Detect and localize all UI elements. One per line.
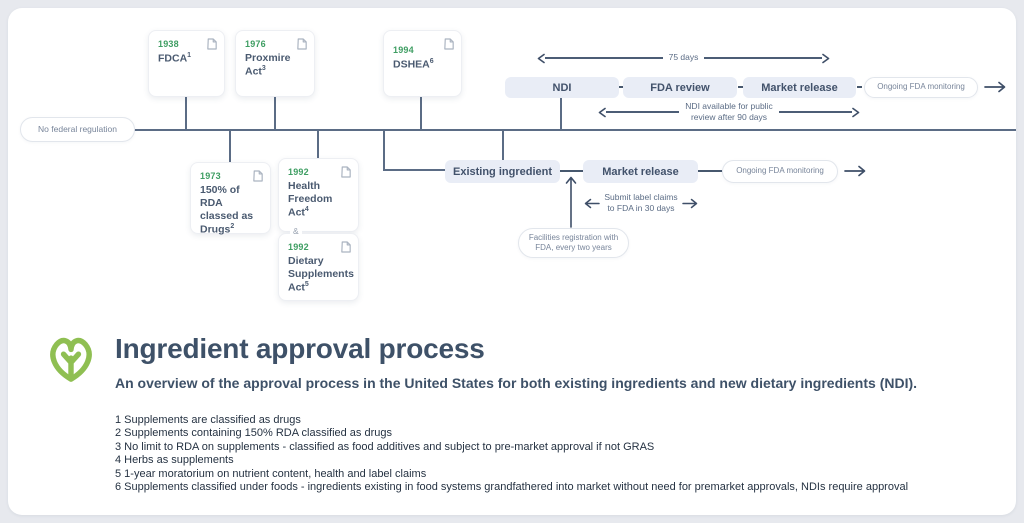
- duration-label: 75 days: [668, 52, 699, 63]
- card-title: FDCA1: [158, 52, 192, 65]
- footnote-3: 3 No limit to RDA on supplements - class…: [115, 440, 655, 453]
- connector-1973: [229, 131, 231, 162]
- connector-1994: [420, 96, 422, 130]
- no-federal-regulation-pill: No federal regulation: [20, 117, 135, 142]
- flow-dash: [857, 86, 862, 88]
- ongoing-fda-monitoring-pill-ndi: Ongoing FDA monitoring: [864, 77, 978, 98]
- arrowhead-right-icon: [852, 107, 860, 117]
- timeline-card-rda-drugs[interactable]: 1973 150% of RDA classed as Drugs2: [190, 162, 271, 236]
- timeline-card-proxmire[interactable]: 1976 Proxmire Act3: [235, 30, 315, 97]
- connector-existing-elbow-h: [383, 169, 445, 171]
- page-subtitle: An overview of the approval process in t…: [115, 375, 918, 391]
- and-joiner-label: &: [290, 226, 302, 236]
- footnote-4: 4 Herbs as supplements: [115, 454, 234, 467]
- card-year: 1976: [245, 39, 266, 49]
- document-icon[interactable]: [297, 38, 307, 50]
- arrow-line: [778, 111, 852, 113]
- flow-step-ndi: NDI: [505, 77, 619, 98]
- footnote-6: 6 Supplements classified under foods - i…: [115, 481, 909, 494]
- arrow-line: [606, 111, 680, 113]
- card-title: Dietary Supplements Act5: [288, 255, 354, 294]
- facilities-registration-pill: Facilities registration with FDA, every …: [518, 228, 629, 258]
- flow-step-market-release-ndi: Market release: [743, 77, 856, 98]
- timeline-card-dshea[interactable]: 1994 DSHEA6: [383, 30, 462, 97]
- footnote-2: 2 Supplements containing 150% RDA classi…: [115, 427, 392, 440]
- card-title: DSHEA6: [393, 58, 434, 71]
- flow-step-fda-review: FDA review: [623, 77, 737, 98]
- arrowhead-left-icon: [537, 53, 545, 63]
- card-year: 1992: [288, 167, 309, 177]
- flow-connector: [698, 170, 722, 172]
- arrowhead-right-icon: [822, 53, 830, 63]
- arrow-line: [704, 57, 822, 59]
- document-icon[interactable]: [207, 38, 217, 50]
- connector-existing-elbow-v: [383, 131, 385, 171]
- leaf-heart-logo-icon: [50, 337, 92, 382]
- timeline-card-health-freedom[interactable]: 1992 Health Freedom Act4: [278, 158, 359, 232]
- arrowhead-left-icon: [585, 198, 601, 208]
- no-federal-regulation-label: No federal regulation: [38, 123, 117, 134]
- arrow-up-icon: [565, 176, 577, 228]
- ongoing-fda-monitoring-pill-existing: Ongoing FDA monitoring: [722, 160, 838, 183]
- card-title: 150% of RDA classed as Drugs2: [200, 184, 254, 236]
- connector-1938: [185, 96, 187, 130]
- flow-dash: [738, 86, 743, 88]
- arrowhead-right-icon: [681, 198, 697, 208]
- timeline-line: [22, 129, 1016, 131]
- card-year: 1992: [288, 242, 309, 252]
- document-icon[interactable]: [341, 241, 351, 253]
- card-year: 1973: [200, 171, 221, 181]
- document-icon[interactable]: [341, 166, 351, 178]
- flow-step-existing-ingredient: Existing ingredient: [445, 160, 560, 183]
- public-review-arrow: NDI available for public review after 90…: [598, 100, 860, 124]
- duration-75-days-arrow: 75 days: [537, 50, 830, 66]
- connector-existing-top: [502, 131, 504, 161]
- flow-step-market-release-existing: Market release: [583, 160, 698, 183]
- card-title: Health Freedom Act4: [288, 180, 333, 219]
- card-title: Proxmire Act3: [245, 52, 291, 78]
- footnotes: 1 Supplements are classified as drugs 2 …: [115, 414, 908, 494]
- arrow-right-icon: [984, 81, 1006, 93]
- page-title: Ingredient approval process: [115, 333, 485, 364]
- arrowhead-left-icon: [598, 107, 606, 117]
- document-icon[interactable]: [444, 38, 454, 50]
- public-review-note: NDI available for public review after 90…: [685, 100, 773, 122]
- flow-connector: [560, 170, 583, 172]
- footnote-5: 5 1-year moratorium on nutrient content,…: [115, 467, 427, 480]
- card-year: 1994: [393, 45, 414, 55]
- flow-dash: [619, 86, 624, 88]
- connector-1976: [274, 96, 276, 130]
- label-claims-note: Submit label claims to FDA in 30 days: [604, 191, 678, 213]
- connector-ndi-down: [560, 98, 562, 130]
- footnote-1: 1 Supplements are classified as drugs: [115, 414, 301, 426]
- connector-1992: [317, 131, 319, 159]
- arrow-line: [545, 57, 663, 59]
- timeline-card-dietary-supplements[interactable]: 1992 Dietary Supplements Act5: [278, 233, 359, 301]
- label-claims-arrow: Submit label claims to FDA in 30 days: [582, 191, 700, 215]
- timeline-card-fdca[interactable]: 1938 FDCA1: [148, 30, 225, 97]
- document-icon[interactable]: [253, 170, 263, 182]
- arrow-right-icon: [844, 165, 866, 177]
- card-year: 1938: [158, 39, 179, 49]
